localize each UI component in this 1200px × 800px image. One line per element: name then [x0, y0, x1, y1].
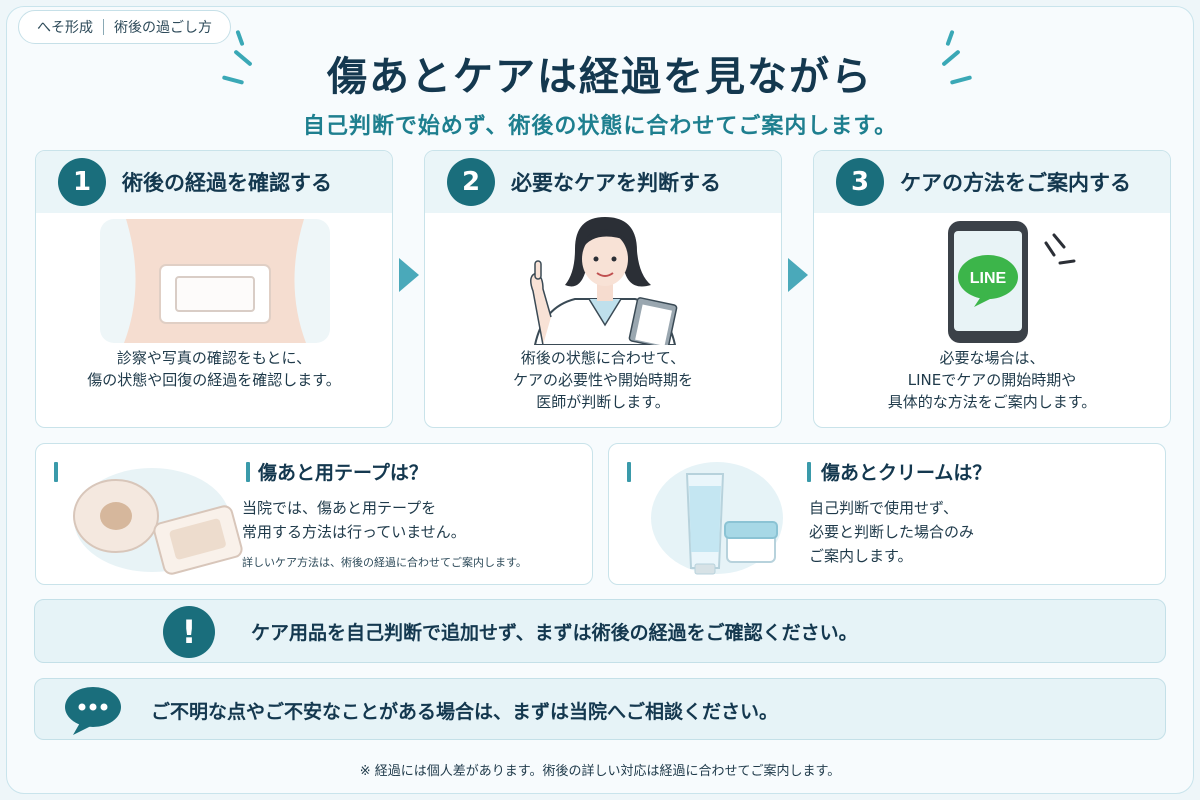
step-title: 術後の経過を確認する — [122, 171, 332, 195]
step-card-3: 3 ケアの方法をご案内する LINE 必要な場合は、 LINEでケアの開始時期や… — [813, 150, 1171, 428]
page-title: 傷あとケアは経過を見ながら — [327, 54, 873, 100]
section-marker — [807, 462, 811, 482]
scar-cream-illustration — [637, 456, 797, 582]
page-subtitle: 自己判断で始めず、術後の状態に合わせてご案内します。 — [302, 114, 898, 139]
step-card-2: 2 必要なケアを判断する 術後の状態に合わせて、 ケアの必要性や開始時期を 医師… — [424, 150, 782, 428]
doctor-illustration — [425, 215, 781, 349]
abdomen-bandage-illustration — [36, 215, 392, 345]
step-number: 1 — [58, 158, 106, 206]
section-marker — [246, 462, 250, 482]
section-marker — [54, 462, 58, 482]
breadcrumb-separator — [103, 19, 104, 35]
scar-tape-illustration — [66, 458, 246, 580]
step-description: 術後の状態に合わせて、 ケアの必要性や開始時期を 医師が判断します。 — [512, 349, 693, 411]
alert-banner: ! ケア用品を自己判断で追加せず、まずは術後の経過をご確認ください。 — [34, 599, 1166, 663]
page-header: 傷あとケアは経過を見ながら 自己判断で始めず、術後の状態に合わせてご案内します。 — [0, 44, 1200, 140]
step-header: 3 ケアの方法をご案内する — [814, 151, 1170, 213]
step-number: 3 — [836, 158, 884, 206]
line-app-label: LINE — [970, 270, 1007, 287]
breadcrumb-category[interactable]: へそ形成 — [37, 20, 93, 36]
cream-info-body: 自己判断で使用せず、 必要と判断した場合のみ ご案内します。 — [809, 499, 975, 565]
step-description: 診察や写真の確認をもとに、 傷の状態や回復の経過を確認します。 — [87, 349, 341, 389]
tape-info-card: 傷あと用テープは？ 当院では、傷あと用テープを 常用する方法は行っていません。 … — [35, 443, 593, 585]
consult-banner: ご不明な点やご不安なことがある場合は、まずは当院へご相談ください。 — [34, 678, 1166, 740]
consult-text: ご不明な点やご不安なことがある場合は、まずは当院へご相談ください。 — [151, 701, 779, 723]
step-number: 2 — [447, 158, 495, 206]
alert-text: ケア用品を自己判断で追加せず、まずは術後の経過をご確認ください。 — [251, 622, 858, 644]
exclamation-icon: ! — [163, 606, 215, 658]
breadcrumb-page: 術後の過ごし方 — [114, 20, 212, 36]
step-header: 2 必要なケアを判断する — [425, 151, 781, 213]
breadcrumb: へそ形成 術後の過ごし方 — [18, 10, 231, 44]
tape-info-title: 傷あと用テープは？ — [258, 462, 428, 484]
cream-info-card: 傷あとクリームは？ 自己判断で使用せず、 必要と判断した場合のみ ご案内します。 — [608, 443, 1166, 585]
tape-info-body: 当院では、傷あと用テープを 常用する方法は行っていません。 — [242, 499, 466, 541]
step-description: 必要な場合は、 LINEでケアの開始時期や 具体的な方法をご案内します。 — [887, 349, 1097, 411]
step-title: ケアの方法をご案内する — [900, 171, 1131, 195]
step-title: 必要なケアを判断する — [511, 171, 721, 195]
footnote: ※ 経過には個人差があります。術後の詳しい対応は経過に合わせてご案内します。 — [359, 764, 841, 779]
tape-info-note: 詳しいケア方法は、術後の経過に合わせてご案内します。 — [242, 556, 527, 569]
smartphone-line-illustration: LINE — [814, 215, 1170, 345]
flow-arrow-icon — [399, 258, 419, 292]
flow-arrow-icon — [788, 258, 808, 292]
step-header: 1 術後の経過を確認する — [36, 151, 392, 213]
cream-info-title: 傷あとクリームは？ — [821, 462, 992, 484]
step-card-1: 1 術後の経過を確認する 診察や写真の確認をもとに、 傷の状態や回復の経過を確認… — [35, 150, 393, 428]
section-marker — [627, 462, 631, 482]
chat-bubble-icon — [63, 685, 123, 741]
